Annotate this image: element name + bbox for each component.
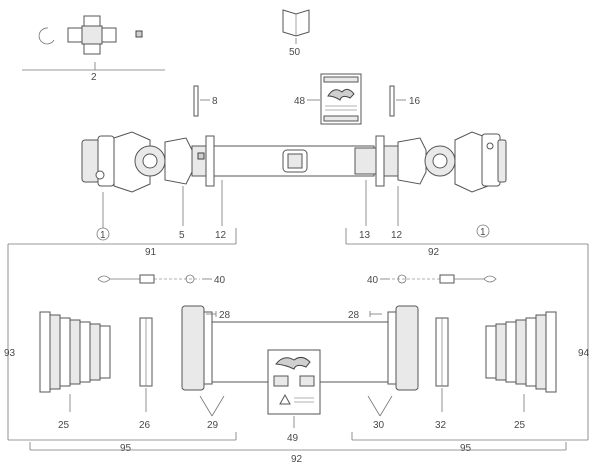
callout-12-left: 12 [215,230,227,241]
callout-94: 94 [578,348,590,359]
callout-40-left: 40 [214,275,226,286]
callout-28-right: 28 [348,310,360,321]
callout-95-right: 95 [460,443,472,454]
bearing-ring-32 [435,317,449,387]
callout-91: 91 [145,247,157,258]
callout-13: 13 [359,230,371,241]
callout-93: 93 [4,348,16,359]
callout-92-bottom: 92 [291,454,303,465]
main-shaft-assembly [81,131,507,193]
grease-nipple-part [135,30,143,38]
callout-5: 5 [179,230,185,241]
universal-joint-cross-part [67,15,117,55]
callout-40-right: 40 [367,275,379,286]
manual-book-part [282,9,310,37]
callout-30: 30 [373,420,385,431]
callout-50: 50 [289,47,301,58]
pin-16-part [389,85,395,117]
callout-49: 49 [287,433,299,444]
callout-1-left: 1 [100,230,106,241]
callout-32: 32 [435,420,447,431]
pin-8-part [193,85,199,117]
callout-26: 26 [139,420,151,431]
callout-28-left: 28 [219,310,231,321]
guard-cone-left [39,311,111,393]
safety-chain-right [392,274,497,284]
bearing-ring-26 [139,317,153,387]
warning-label-49 [267,349,321,415]
circlip-part [38,27,55,45]
callout-92-upper: 92 [428,247,440,258]
callout-95-left: 95 [120,443,132,454]
callout-25-right: 25 [514,420,526,431]
warning-label-48 [320,73,362,125]
guard-cone-right [485,311,557,393]
callout-48: 48 [294,96,306,107]
callout-2: 2 [91,72,97,83]
safety-chain-left [97,274,200,284]
callout-29: 29 [207,420,219,431]
callout-16: 16 [409,96,421,107]
callout-1-right: 1 [480,227,486,238]
callout-12-right: 12 [391,230,403,241]
callout-25-left: 25 [58,420,70,431]
callout-8: 8 [212,96,218,107]
